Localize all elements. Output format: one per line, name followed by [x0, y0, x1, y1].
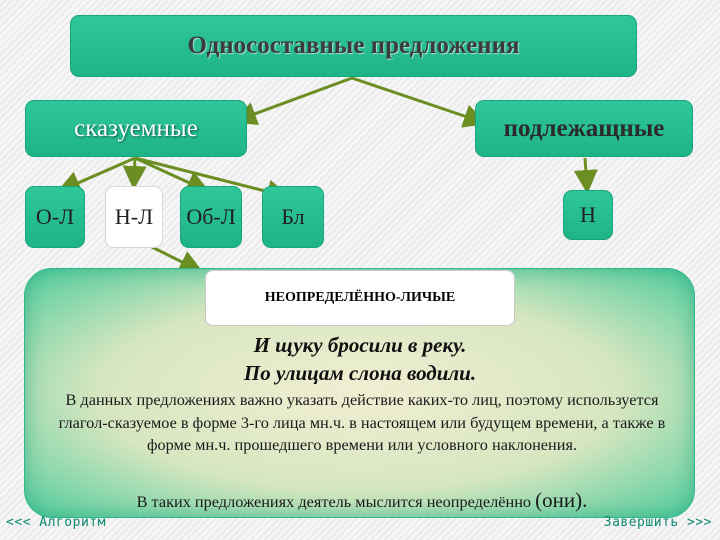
diagram-title: Односоставные предложения	[70, 15, 637, 77]
subtype-ol[interactable]: О-Л	[25, 186, 85, 248]
example-sentence-1: И щуку бросили в реку.	[253, 333, 467, 357]
category-subject[interactable]: подлежащные	[475, 100, 693, 157]
arrow-left-to-obl	[134, 156, 211, 194]
term-label-box: НЕОПРЕДЕЛЁННО-ЛИЧЫЕ	[205, 270, 515, 326]
subtype-n-label: Н	[580, 202, 596, 227]
explanation-text: В данных предложениях важно указать дейс…	[58, 390, 666, 454]
finish-link[interactable]: Завершить >>>	[603, 515, 712, 530]
conclusion-pronoun: (они).	[535, 488, 588, 512]
subtype-nl[interactable]: Н-Л	[105, 186, 163, 248]
example-sentence-2: По улицам слона водили.	[243, 361, 477, 385]
diagram-title-text: Односоставные предложения	[187, 32, 520, 59]
term-label: НЕОПРЕДЕЛЁННО-ЛИЧЫЕ	[264, 290, 456, 305]
subtype-bl-label: Бл	[281, 204, 305, 229]
back-to-algorithm-link[interactable]: <<< Алгоритм	[6, 515, 106, 530]
arrow-left-to-ol	[56, 156, 136, 194]
subtype-n[interactable]: Н	[563, 190, 613, 240]
arrow-left-to-bl	[134, 156, 291, 204]
category-subject-label: подлежащные	[503, 114, 665, 142]
subtype-nl-label: Н-Л	[114, 204, 154, 229]
conclusion-text: В таких предложениях деятель мыслится не…	[136, 492, 536, 511]
subtype-obl[interactable]: Об-Л	[180, 186, 242, 248]
arrow-title-to-right	[351, 76, 488, 128]
subtype-bl[interactable]: Бл	[262, 186, 324, 248]
subtype-obl-label: Об-Л	[186, 204, 236, 229]
arrow-left-to-nl	[122, 157, 147, 190]
arrow-nl-to-term	[149, 244, 204, 273]
arrow-right-to-n	[573, 157, 598, 194]
category-predicate-label: сказуемные	[74, 114, 198, 142]
subtype-ol-label: О-Л	[35, 204, 75, 229]
arrow-title-to-left	[232, 76, 353, 126]
conclusion-line: В таких предложениях деятель мыслится не…	[52, 488, 672, 513]
category-predicate[interactable]: сказуемные	[25, 100, 247, 157]
